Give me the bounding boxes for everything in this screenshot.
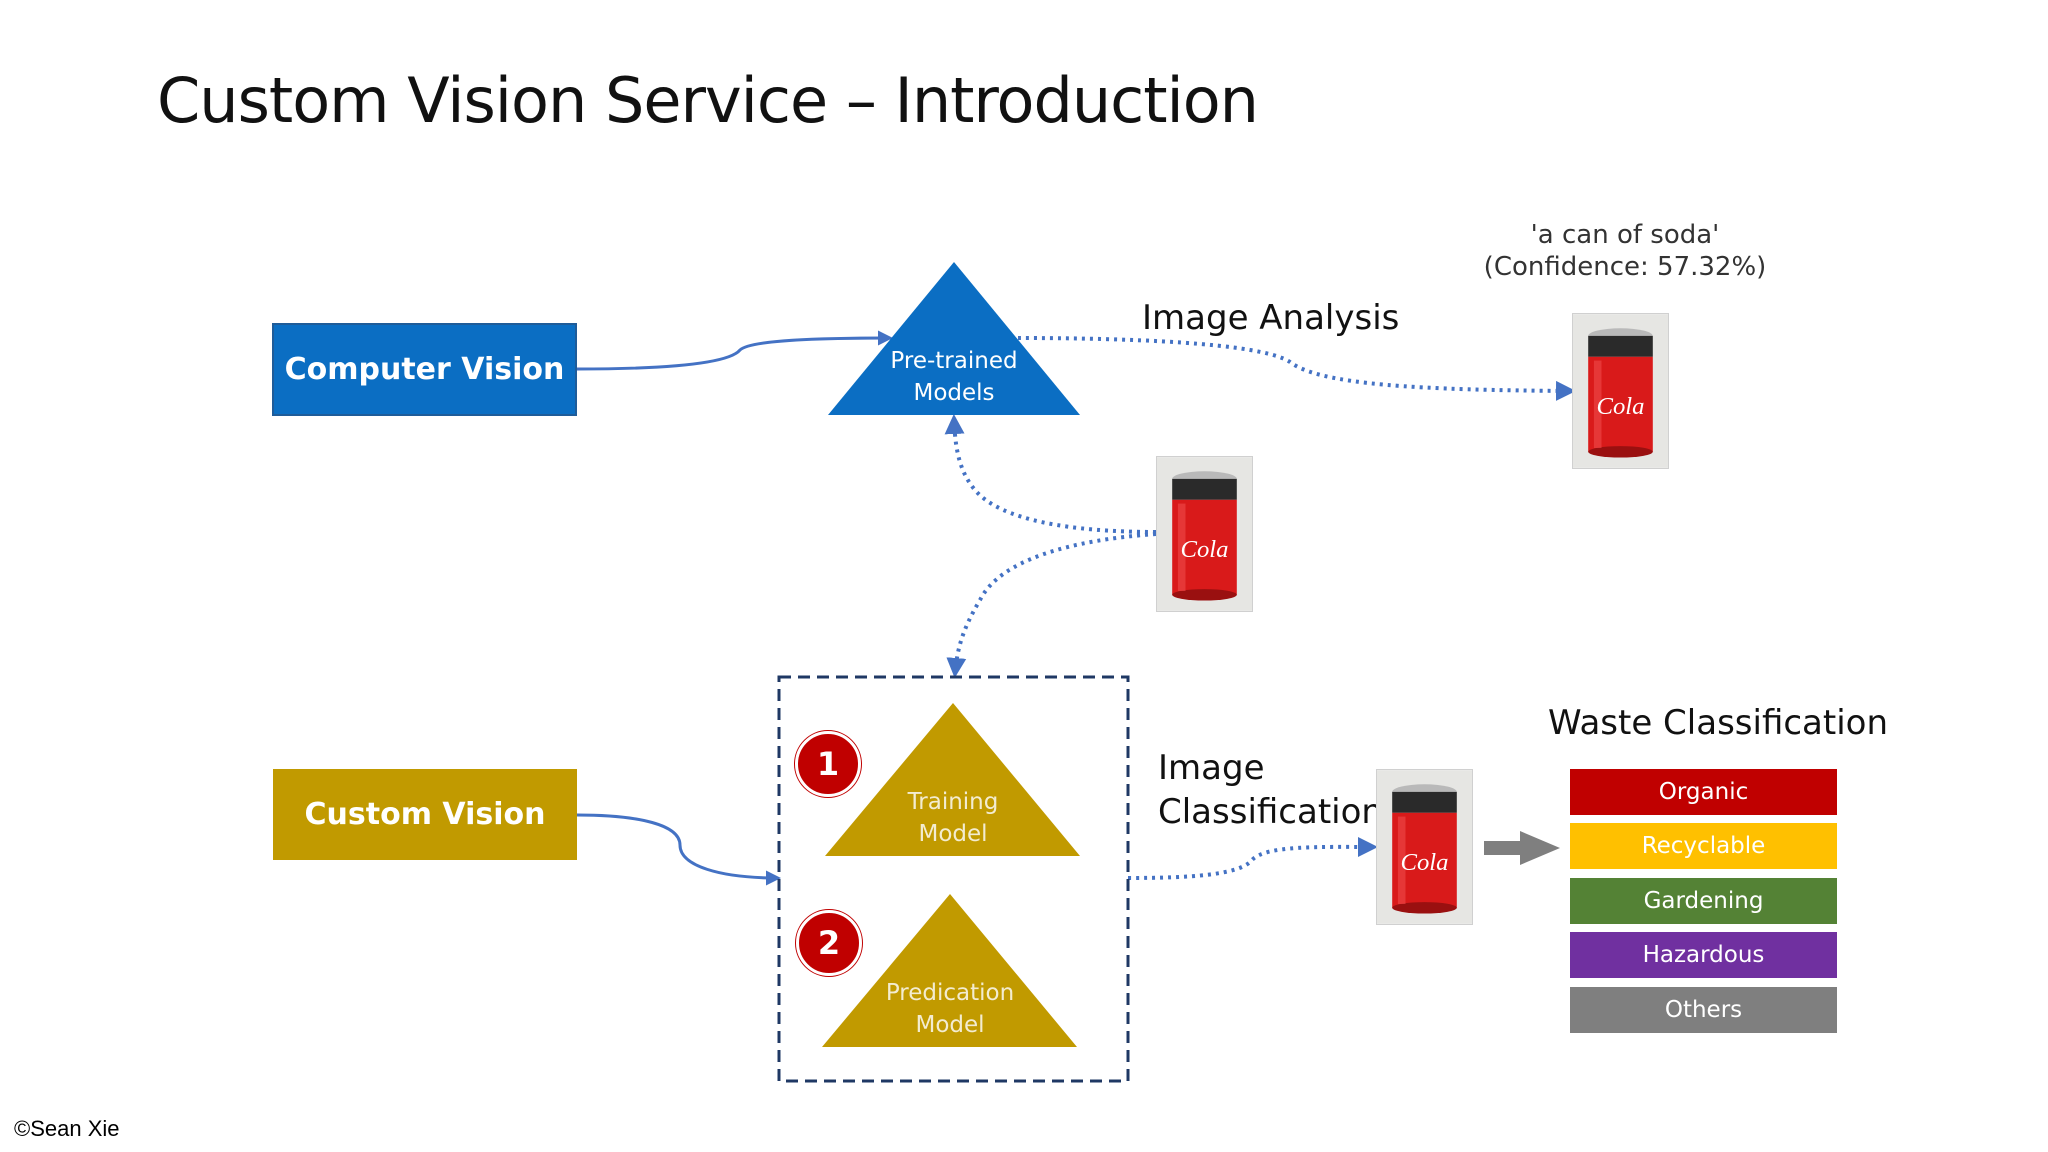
step-1-badge: 1 — [795, 731, 861, 797]
pretrained-models-triangle — [828, 262, 1080, 415]
can-brand-text: Cola — [1400, 849, 1448, 876]
classify-arrow-icon — [1484, 831, 1560, 865]
training-line-1: Training — [907, 789, 999, 815]
soda-can-icon: Cola — [1157, 458, 1252, 610]
page-title: Custom Vision Service – Introduction — [157, 64, 1259, 137]
can-to-pretrained-arrow — [944, 414, 1157, 534]
soda-can-icon: Cola — [1573, 315, 1668, 467]
classified-can-image: Cola — [1376, 769, 1473, 925]
image-classification-arrow — [1127, 836, 1378, 880]
computer-vision-box: Computer Vision — [272, 323, 577, 416]
custom-vision-models-box — [777, 675, 1130, 1083]
step-2-badge: 2 — [796, 910, 862, 976]
category-recyclable: Recyclable — [1570, 823, 1837, 869]
analysis-result-caption: 'a can of soda' (Confidence: 57.32%) — [1440, 219, 1810, 283]
custom-to-box-arrow — [576, 813, 781, 886]
image-analysis-arrow — [1017, 336, 1576, 401]
training-model-label: Training Model — [853, 786, 1053, 850]
training-model-triangle — [825, 703, 1080, 856]
prediction-model-label: Predication Model — [850, 977, 1050, 1041]
prediction-line-2: Model — [915, 1012, 985, 1038]
prediction-model-triangle — [822, 894, 1077, 1047]
pretrained-line-1: Pre-trained — [890, 348, 1018, 374]
analyzed-can-image: Cola — [1572, 313, 1669, 469]
prediction-line-1: Predication — [885, 980, 1015, 1006]
waste-classification-title: Waste Classification — [1548, 703, 1889, 743]
image-classification-line-2: Classification — [1158, 792, 1383, 832]
pretrained-models-label: Pre-trained Models — [854, 345, 1054, 409]
custom-vision-box: Custom Vision — [273, 769, 577, 860]
can-to-box-arrow — [946, 532, 1157, 678]
cv-to-pretrained-arrow — [576, 330, 893, 371]
category-others: Others — [1570, 987, 1837, 1033]
can-brand-text: Cola — [1180, 536, 1228, 563]
training-line-2: Model — [918, 821, 988, 847]
analysis-result-line-2: (Confidence: 57.32%) — [1483, 252, 1767, 282]
soda-can-icon: Cola — [1377, 771, 1472, 923]
copyright-credit: ©Sean Xie — [14, 1116, 120, 1141]
pretrained-line-2: Models — [913, 380, 995, 406]
category-organic: Organic — [1570, 769, 1837, 815]
image-classification-line-1: Image — [1158, 748, 1265, 788]
image-analysis-label: Image Analysis — [1142, 298, 1400, 338]
image-classification-label: Image Classification — [1158, 746, 1383, 834]
analysis-result-line-1: 'a can of soda' — [1530, 220, 1720, 250]
category-gardening: Gardening — [1570, 878, 1837, 924]
input-can-image: Cola — [1156, 456, 1253, 612]
can-brand-text: Cola — [1596, 393, 1644, 420]
category-hazardous: Hazardous — [1570, 932, 1837, 978]
